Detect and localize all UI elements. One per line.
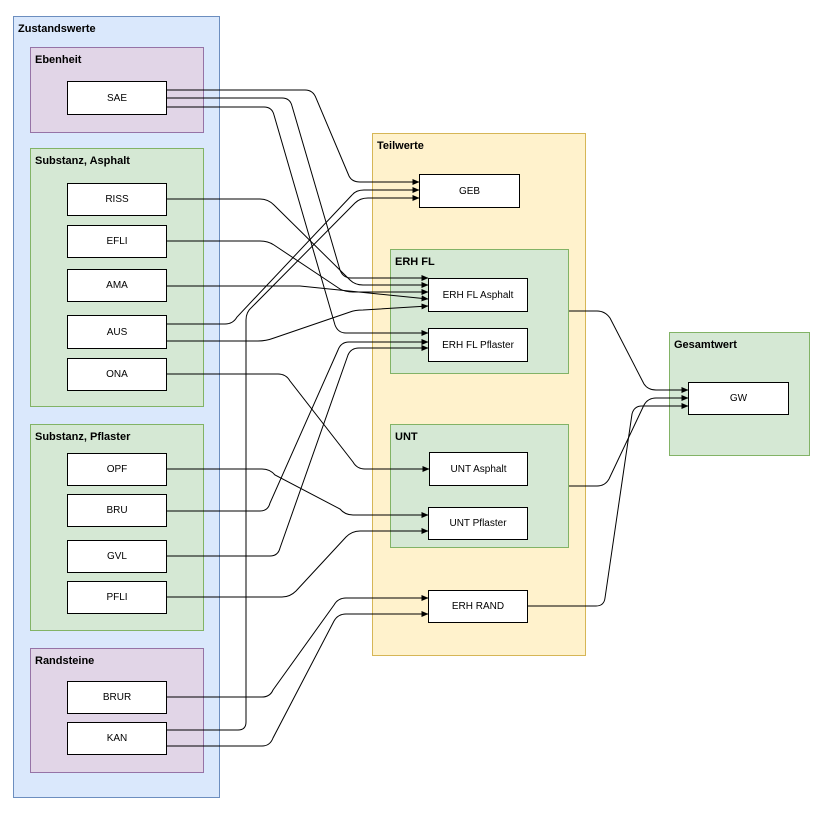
node-efli[interactable]: EFLI [67,225,167,258]
node-gvl[interactable]: GVL [67,540,167,573]
node-unt-pflaster[interactable]: UNT Pflaster [428,507,528,540]
node-aus[interactable]: AUS [67,315,167,349]
group-zustandswerte-title: Zustandswerte [18,23,96,35]
group-unt-title: UNT [395,431,418,443]
group-teilwerte-title: Teilwerte [377,140,424,152]
node-geb[interactable]: GEB [419,174,520,208]
node-opf[interactable]: OPF [67,453,167,486]
node-brur[interactable]: BRUR [67,681,167,714]
node-unt-asphalt[interactable]: UNT Asphalt [429,452,528,486]
group-gesamtwert-title: Gesamtwert [674,339,737,351]
node-pfli[interactable]: PFLI [67,581,167,614]
group-ebenheit-title: Ebenheit [35,54,82,66]
node-riss[interactable]: RISS [67,183,167,216]
group-substanz-pflaster-title: Substanz, Pflaster [35,431,131,443]
node-bru[interactable]: BRU [67,494,167,527]
group-randsteine-title: Randsteine [35,655,95,667]
node-gw[interactable]: GW [688,382,789,415]
node-sae[interactable]: SAE [67,81,167,115]
group-substanz-asphalt-title: Substanz, Asphalt [35,155,130,167]
node-ama[interactable]: AMA [67,269,167,302]
node-kan[interactable]: KAN [67,722,167,755]
node-erh-rand[interactable]: ERH RAND [428,590,528,623]
node-erh-fl-asphalt[interactable]: ERH FL Asphalt [428,278,528,312]
group-teilwerte: Teilwerte [372,133,586,656]
group-erh-fl-title: ERH FL [395,256,435,268]
node-ona[interactable]: ONA [67,358,167,391]
node-erh-fl-pflaster[interactable]: ERH FL Pflaster [428,328,528,362]
